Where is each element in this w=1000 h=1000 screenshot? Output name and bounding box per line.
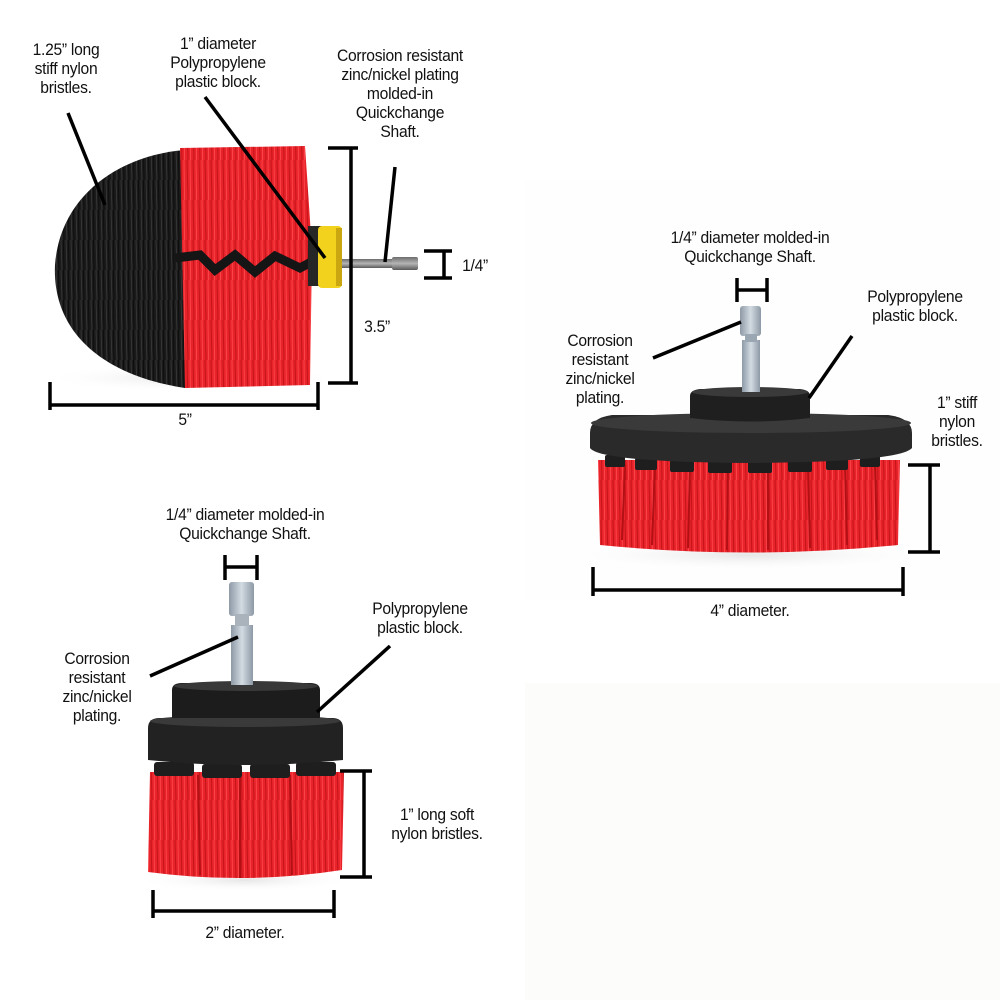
four-inch-brush-dimension-lines [591, 278, 940, 596]
two-inch-bristles-label: 1” long soft nylon bristles. [391, 805, 483, 843]
bottom-right-panel-background [525, 683, 1000, 1000]
plating-leader-line [149, 635, 239, 678]
two-inch-flat-brush [135, 582, 355, 892]
four-inch-block-label: Polypropylene plastic block. [867, 287, 963, 325]
two-inch-block-label: Polypropylene plastic block. [372, 599, 468, 637]
block-leader-line [203, 95, 327, 260]
large-brush-block-label: 1” diameter Polypropylene plastic block. [170, 34, 266, 91]
large-brush-shaft-size-label: 1/4” [462, 256, 488, 275]
four-inch-flat-brush [558, 306, 938, 571]
large-brush-dimension-lines [48, 95, 452, 410]
two-inch-plating-label: Corrosion resistant zinc/nickel plating. [62, 649, 132, 725]
large-brush-shaft-label: Corrosion resistant zinc/nickel plating … [336, 46, 464, 141]
block-leader-line [315, 644, 392, 714]
four-inch-diameter-label: 4” diameter. [710, 601, 790, 620]
large-brush-bristles-label: 1.25” long stiff nylon bristles. [32, 40, 100, 97]
bristles-leader-line [66, 112, 107, 206]
two-inch-diameter-label: 2” diameter. [205, 923, 285, 942]
four-inch-bristles-label: 1” stiff nylon bristles. [931, 393, 983, 450]
four-inch-plating-label: Corrosion resistant zinc/nickel plating. [565, 331, 635, 407]
plating-leader-line [652, 320, 742, 360]
large-brush-width-label: 5” [178, 410, 192, 429]
two-inch-brush-dimension-lines [149, 555, 392, 918]
large-brush-height-label: 3.5” [364, 317, 390, 336]
two-inch-shaft-label: 1/4” diameter molded-in Quickchange Shaf… [165, 505, 325, 543]
block-leader-line [807, 335, 854, 399]
shaft-leader-line [383, 166, 397, 263]
four-inch-shaft-label: 1/4” diameter molded-in Quickchange Shaf… [670, 228, 830, 266]
